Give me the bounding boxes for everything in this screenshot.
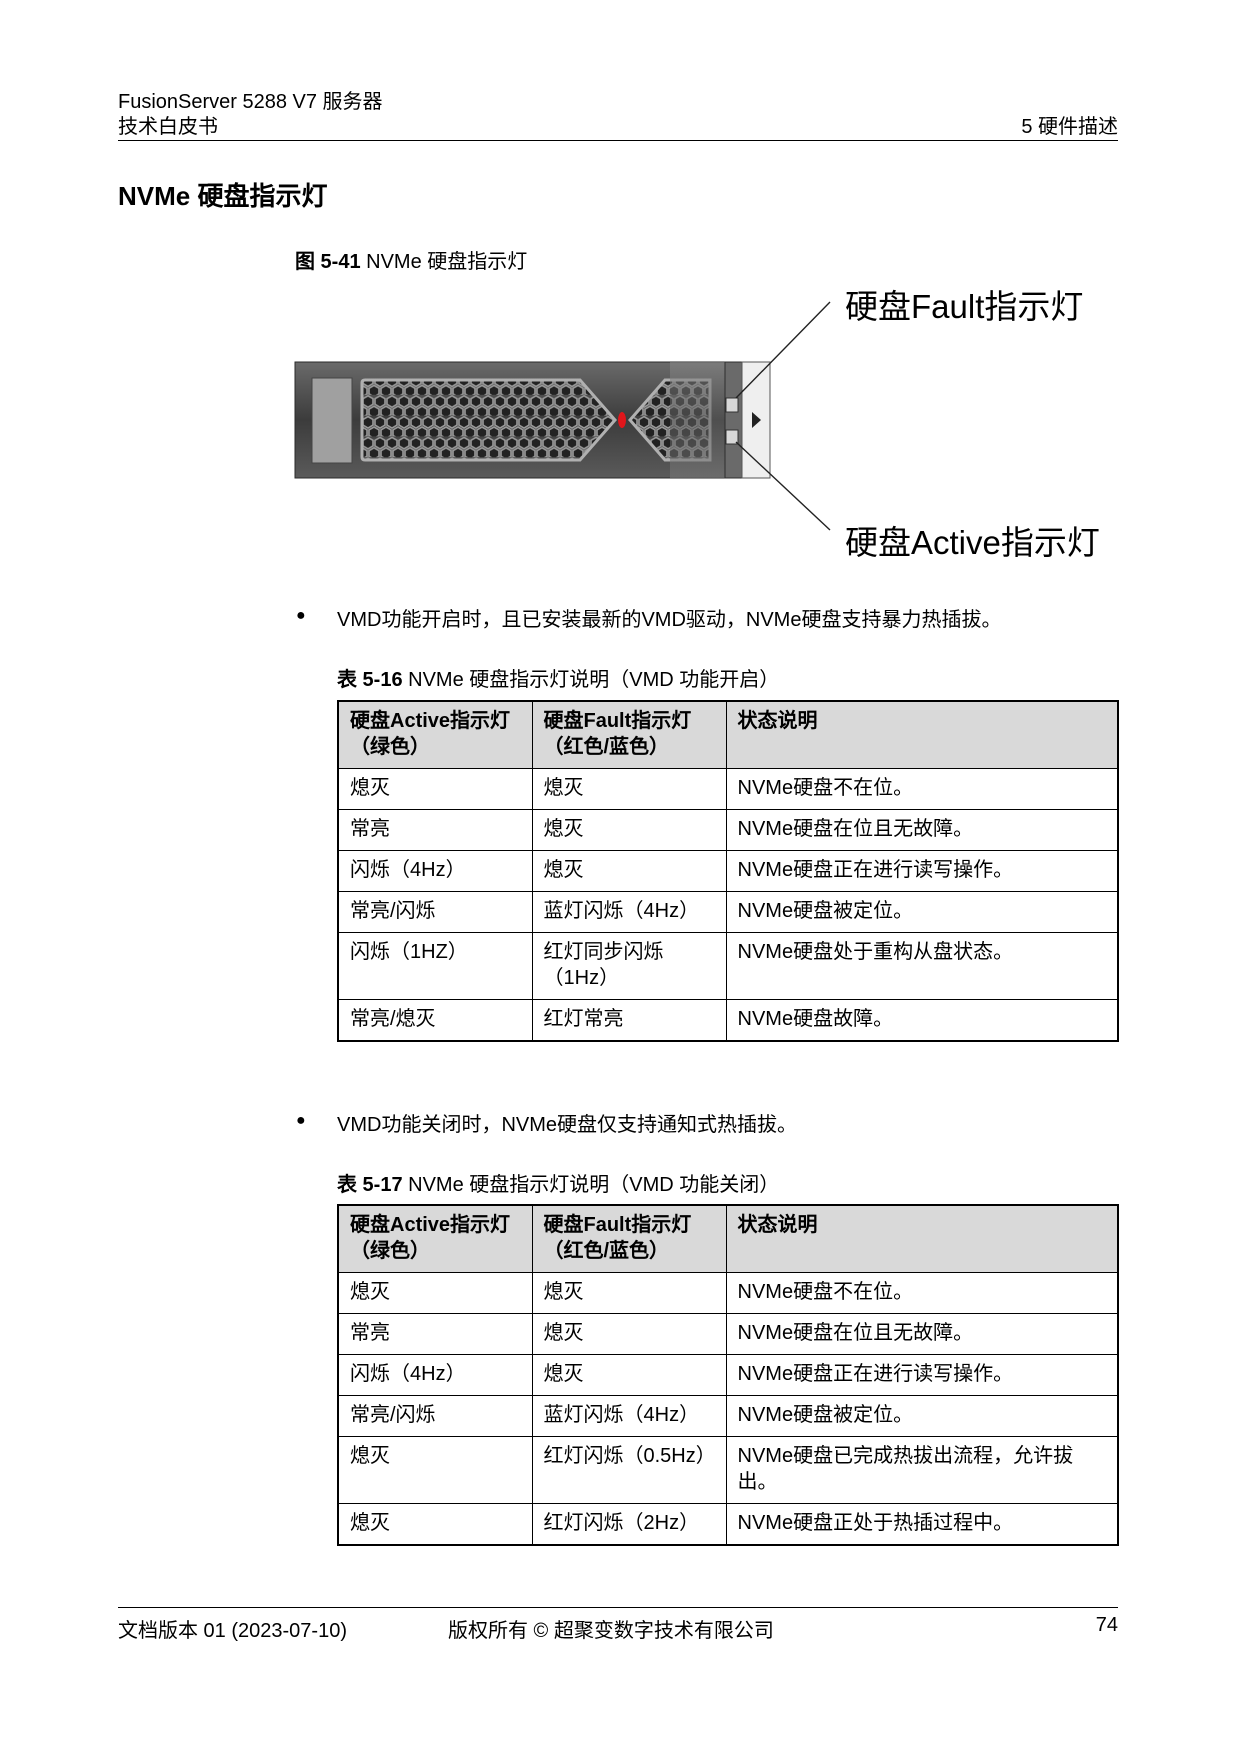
- table-cell: NVMe硬盘正在进行读写操作。: [725, 850, 1119, 892]
- table-row: 常亮 熄灭 NVMe硬盘在位且无故障。: [337, 1313, 1119, 1355]
- drive-grille-left: [360, 378, 617, 462]
- table-cell: 红灯常亮: [531, 999, 727, 1042]
- table-cell: 常亮: [337, 1313, 533, 1355]
- table-cell: 蓝灯闪烁（4Hz）: [531, 891, 727, 933]
- table-cell: NVMe硬盘被定位。: [725, 1395, 1119, 1437]
- table-cell: 闪烁（1HZ）: [337, 932, 533, 1000]
- table-row: 常亮/闪烁 蓝灯闪烁（4Hz） NVMe硬盘被定位。: [337, 1395, 1119, 1437]
- header-chapter: 5 硬件描述: [1021, 116, 1118, 138]
- header-product: FusionServer 5288 V7 服务器: [118, 91, 383, 113]
- figure-caption-number: 图 5-41: [295, 251, 361, 273]
- table-cell: NVMe硬盘已完成热拔出流程，允许拔出。: [725, 1436, 1119, 1504]
- callout-fault-indicator: 硬盘Fault指示灯: [845, 288, 1084, 325]
- header-cell-fault: 硬盘Fault指示灯（红色/蓝色）: [531, 1204, 727, 1273]
- nvme-drive-figure: [294, 301, 831, 531]
- figure-caption-text: NVMe 硬盘指示灯: [360, 251, 528, 273]
- table-row: 熄灭 红灯闪烁（2Hz） NVMe硬盘正处于热插过程中。: [337, 1503, 1119, 1546]
- header-cell-status: 状态说明: [725, 1204, 1119, 1273]
- active-leader-line: [735, 441, 831, 531]
- table-cell: 熄灭: [337, 1272, 533, 1314]
- table-row: 闪烁（1HZ） 红灯同步闪烁（1Hz） NVMe硬盘处于重构从盘状态。: [337, 932, 1119, 1000]
- table-cell: NVMe硬盘在位且无故障。: [725, 809, 1119, 851]
- table-caption: 表 5-16 NVMe 硬盘指示灯说明（VMD 功能开启）: [337, 663, 779, 692]
- figure-caption: 图 5-41 NVMe 硬盘指示灯: [295, 245, 527, 274]
- table-caption-number: 表 5-17: [337, 1174, 403, 1196]
- header-rule: [118, 140, 1118, 141]
- table-row: 闪烁（4Hz） 熄灭 NVMe硬盘正在进行读写操作。: [337, 1354, 1119, 1396]
- table-cell: NVMe硬盘不在位。: [725, 768, 1119, 810]
- active-led-window: [725, 429, 739, 445]
- table-cell: NVMe硬盘不在位。: [725, 1272, 1119, 1314]
- footer-rule: [118, 1607, 1118, 1608]
- table-cell: 常亮: [337, 809, 533, 851]
- table-row: 熄灭 红灯闪烁（0.5Hz） NVMe硬盘已完成热拔出流程，允许拔出。: [337, 1436, 1119, 1504]
- table-cell: 熄灭: [531, 1313, 727, 1355]
- callout-active-indicator: 硬盘Active指示灯: [845, 524, 1100, 561]
- latch-arrow-icon: [752, 412, 761, 428]
- table-header-row: 硬盘Active指示灯（绿色） 硬盘Fault指示灯（红色/蓝色） 状态说明: [337, 700, 1119, 769]
- table-row: 常亮/闪烁 蓝灯闪烁（4Hz） NVMe硬盘被定位。: [337, 891, 1119, 933]
- led-table-vmd-on: 硬盘Active指示灯（绿色） 硬盘Fault指示灯（红色/蓝色） 状态说明 熄…: [337, 700, 1119, 1042]
- table-caption: 表 5-17 NVMe 硬盘指示灯说明（VMD 功能关闭）: [337, 1168, 779, 1197]
- section-title: NVMe 硬盘指示灯: [118, 181, 328, 211]
- table-cell: 熄灭: [531, 768, 727, 810]
- drive-center-led: [618, 412, 626, 428]
- table-cell: NVMe硬盘正在进行读写操作。: [725, 1354, 1119, 1396]
- footer-page-number: 74: [1095, 1614, 1118, 1636]
- header-cell-active: 硬盘Active指示灯（绿色）: [337, 700, 533, 769]
- table-cell: NVMe硬盘故障。: [725, 999, 1119, 1042]
- table-row: 常亮 熄灭 NVMe硬盘在位且无故障。: [337, 809, 1119, 851]
- bullet-text: VMD功能关闭时，NVMe硬盘仅支持通知式热插拔。: [337, 1114, 798, 1136]
- table-cell: 常亮/闪烁: [337, 1395, 533, 1437]
- table-cell: 常亮/闪烁: [337, 891, 533, 933]
- table-cell: 熄灭: [531, 1272, 727, 1314]
- footer-copyright: 版权所有 © 超聚变数字技术有限公司: [448, 1620, 774, 1642]
- table-caption-text: NVMe 硬盘指示灯说明（VMD 功能关闭）: [402, 1174, 780, 1196]
- bullet-dot: ●: [296, 1112, 306, 1129]
- table-cell: 蓝灯闪烁（4Hz）: [531, 1395, 727, 1437]
- table-cell: 熄灭: [337, 1503, 533, 1546]
- table-cell: 常亮/熄灭: [337, 999, 533, 1042]
- header-cell-fault: 硬盘Fault指示灯（红色/蓝色）: [531, 700, 727, 769]
- table-header-row: 硬盘Active指示灯（绿色） 硬盘Fault指示灯（红色/蓝色） 状态说明: [337, 1204, 1119, 1273]
- header-doc-type: 技术白皮书: [118, 116, 218, 138]
- table-row: 闪烁（4Hz） 熄灭 NVMe硬盘正在进行读写操作。: [337, 850, 1119, 892]
- table-row: 熄灭 熄灭 NVMe硬盘不在位。: [337, 1272, 1119, 1314]
- table-cell: 红灯闪烁（2Hz）: [531, 1503, 727, 1546]
- table-cell: NVMe硬盘在位且无故障。: [725, 1313, 1119, 1355]
- table-cell: 熄灭: [531, 809, 727, 851]
- table-cell: NVMe硬盘被定位。: [725, 891, 1119, 933]
- table-cell: 红灯同步闪烁（1Hz）: [531, 932, 727, 1000]
- bullet-text: VMD功能开启时，且已安装最新的VMD驱动，NVMe硬盘支持暴力热插拔。: [337, 609, 1002, 631]
- fault-led-window: [725, 397, 739, 413]
- table-cell: 闪烁（4Hz）: [337, 1354, 533, 1396]
- table-cell: 红灯闪烁（0.5Hz）: [531, 1436, 727, 1504]
- fault-leader-line: [735, 301, 831, 399]
- drive-label-plate: [311, 377, 353, 464]
- table-cell: 熄灭: [531, 850, 727, 892]
- led-table-vmd-off: 硬盘Active指示灯（绿色） 硬盘Fault指示灯（红色/蓝色） 状态说明 熄…: [337, 1204, 1119, 1546]
- table-cell: NVMe硬盘处于重构从盘状态。: [725, 932, 1119, 1000]
- header-cell-active: 硬盘Active指示灯（绿色）: [337, 1204, 533, 1273]
- table-cell: 熄灭: [337, 768, 533, 810]
- table-caption-number: 表 5-16: [337, 669, 403, 691]
- table-row: 常亮/熄灭 红灯常亮 NVMe硬盘故障。: [337, 999, 1119, 1042]
- table-cell: 熄灭: [337, 1436, 533, 1504]
- table-row: 熄灭 熄灭 NVMe硬盘不在位。: [337, 768, 1119, 810]
- bullet-dot: ●: [296, 607, 306, 624]
- header-cell-status: 状态说明: [725, 700, 1119, 769]
- footer-version: 文档版本 01 (2023-07-10): [118, 1620, 347, 1642]
- table-caption-text: NVMe 硬盘指示灯说明（VMD 功能开启）: [402, 669, 780, 691]
- table-cell: 闪烁（4Hz）: [337, 850, 533, 892]
- table-cell: NVMe硬盘正处于热插过程中。: [725, 1503, 1119, 1546]
- table-cell: 熄灭: [531, 1354, 727, 1396]
